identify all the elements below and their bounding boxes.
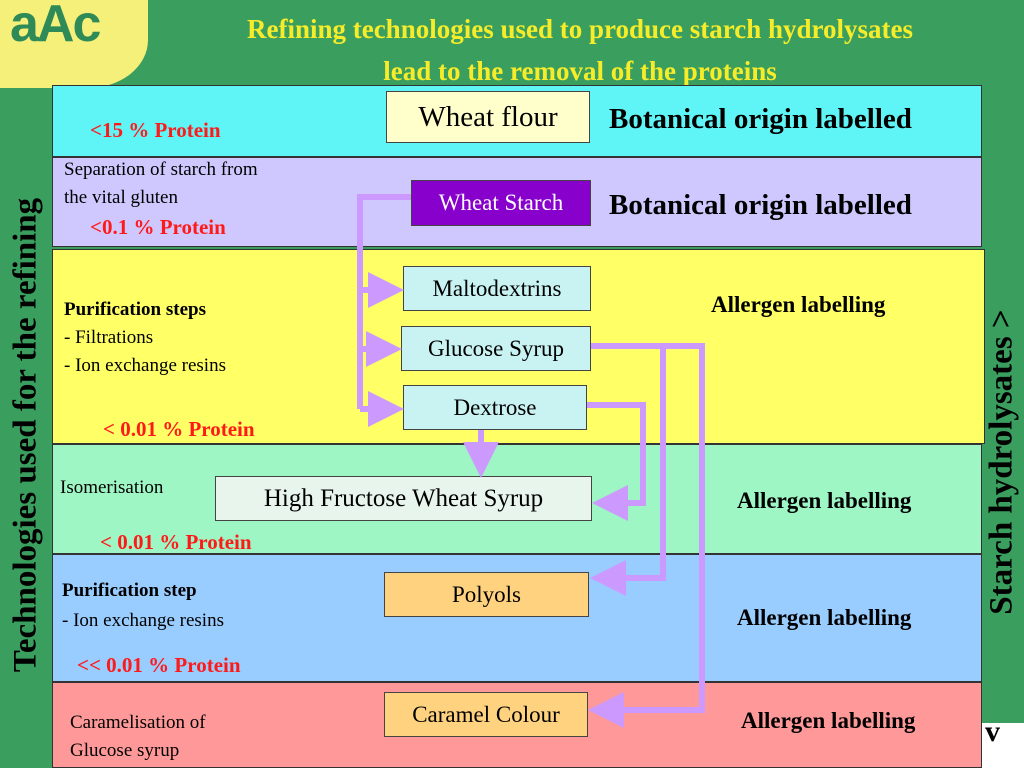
glucose-syrup-box: Glucose Syrup [401,326,591,371]
label-botanical-starch: Botanical origin labelled [609,189,912,221]
maltodextrins-box: Maltodextrins [403,266,591,311]
protein-level-isomer: < 0.01 % Protein [100,530,252,554]
slide-title: Refining technologies used to produce st… [150,8,1010,92]
protein-level-polyol: << 0.01 % Protein [77,653,241,677]
polyols-box: Polyols [384,572,589,617]
caramel-colour-box: Caramel Colour [384,692,588,737]
corner-white-block [982,723,1024,768]
wheat-flour-box: Wheat flour [386,91,590,143]
purification-step-ion-exchange-2: - Ion exchange resins [62,610,224,631]
down-chevron-icon: v [985,715,1000,748]
right-vertical-label: Starch hydrolysates > [980,262,1024,662]
note-caramelisation-line2: Glucose syrup [70,740,180,761]
left-vertical-text: Technologies used for the refining [7,197,44,673]
label-allergen-purify: Allergen labelling [711,292,886,317]
note-caramelisation-line1: Caramelisation of [70,712,206,733]
label-allergen-polyol: Allergen labelling [737,605,912,630]
label-allergen-caramel: Allergen labelling [741,708,916,733]
note-isomerisation: Isomerisation [60,477,164,498]
title-line-1: Refining technologies used to produce st… [246,14,914,44]
wheat-starch-box: Wheat Starch [411,180,591,226]
purification-step-filtrations: - Filtrations [64,327,154,348]
label-allergen-isomer: Allergen labelling [737,488,912,513]
right-vertical-text: Starch hydrolysates > [983,309,1020,615]
protein-level-flour: <15 % Protein [90,118,221,142]
left-vertical-label: Technologies used for the refining [2,145,50,725]
protein-level-starch: <0.1 % Protein [90,215,226,239]
note-separation-line1: Separation of starch from [64,159,258,180]
label-botanical-flour: Botanical origin labelled [609,103,912,135]
purification-heading: Purification steps [64,299,206,320]
protein-level-purified: < 0.01 % Protein [103,417,255,441]
aac-logo: aAc [0,0,148,88]
note-separation-line2: the vital gluten [64,187,178,208]
purification-step-ion-exchange: - Ion exchange resins [64,355,226,376]
purification-step-heading: Purification step [62,580,197,601]
dextrose-box: Dextrose [403,385,587,430]
logo-text: aAc [10,0,101,53]
title-line-2: lead to the removal of the proteins [383,56,777,86]
high-fructose-wheat-syrup-box: High Fructose Wheat Syrup [215,476,592,521]
